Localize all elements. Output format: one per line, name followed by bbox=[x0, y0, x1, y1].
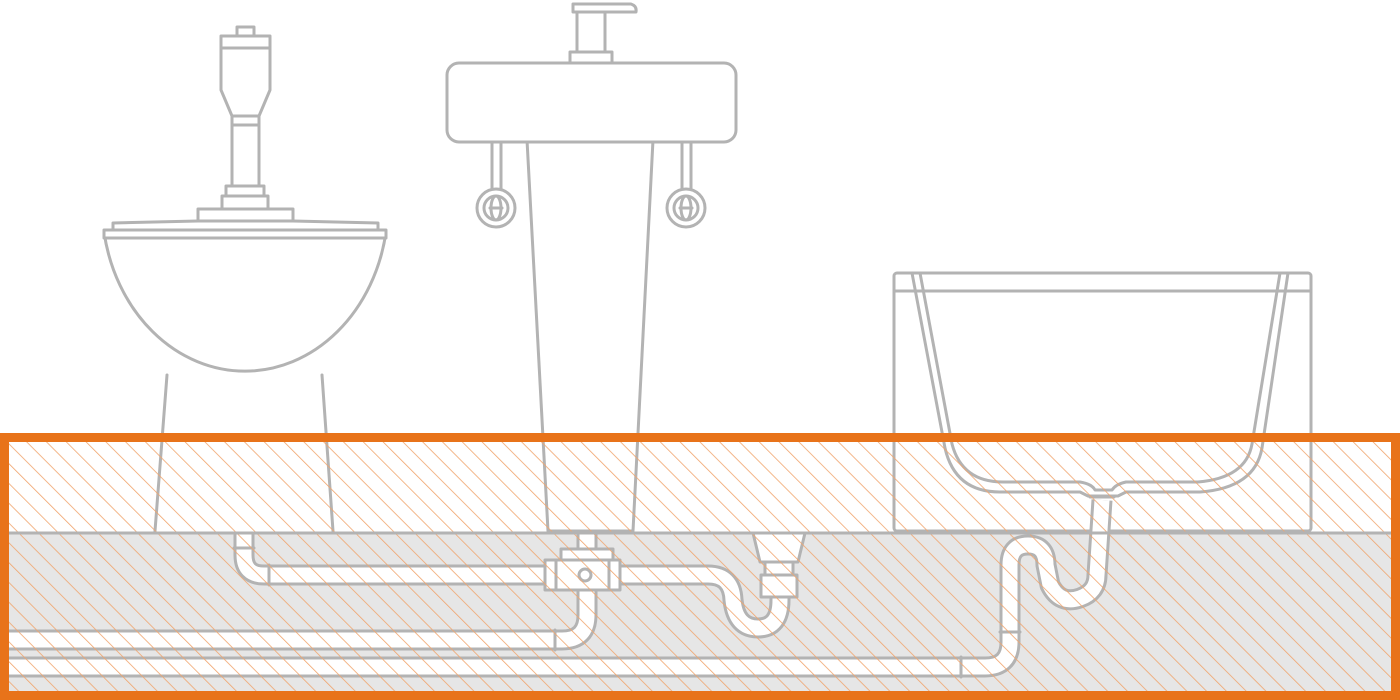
faucet-base bbox=[568, 50, 614, 65]
faucet-body bbox=[575, 10, 607, 54]
sink-basin bbox=[445, 61, 738, 144]
faucet-handle bbox=[571, 2, 638, 14]
toilet bbox=[102, 25, 388, 533]
floor-section bbox=[0, 433, 1400, 700]
supply-tube-right bbox=[680, 140, 693, 192]
flush-valve-cap bbox=[235, 25, 256, 38]
flush-base bbox=[196, 207, 295, 223]
flush-valve-body bbox=[219, 34, 272, 118]
floor-hatch bbox=[8, 441, 1392, 692]
flush-collar bbox=[220, 194, 270, 211]
supply-tube-left bbox=[490, 140, 503, 192]
shutoff-valve-right bbox=[665, 187, 707, 229]
shutoff-valve-left bbox=[475, 187, 517, 229]
toilet-bowl bbox=[102, 230, 388, 373]
floor-border bbox=[0, 433, 1400, 700]
